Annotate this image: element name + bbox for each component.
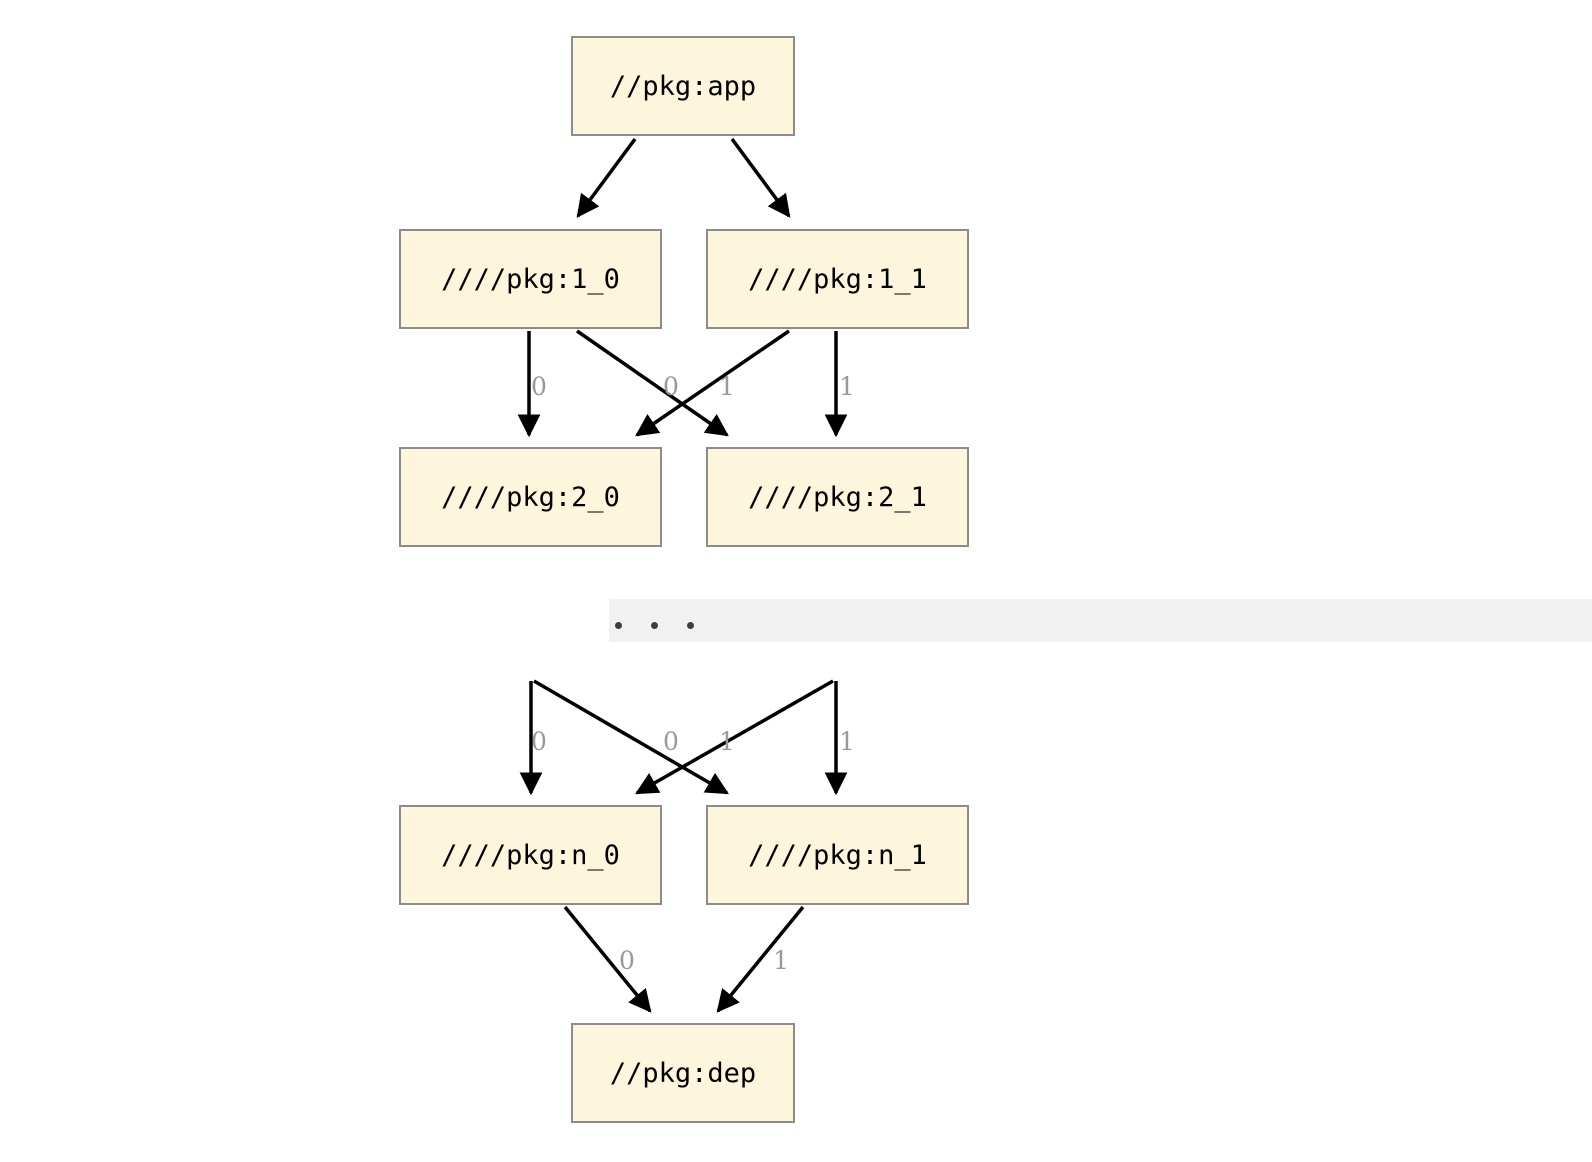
node-pkg-n_1[interactable]: ////pkg:n_1 <box>706 805 969 905</box>
node-app[interactable]: //pkg:app <box>571 36 795 136</box>
node-label: ////pkg:1_1 <box>748 263 927 295</box>
node-dep[interactable]: //pkg:dep <box>571 1023 795 1123</box>
node-label: //pkg:app <box>609 70 757 102</box>
edge-1_0-to-2_1 <box>576 329 729 437</box>
node-label: ////pkg:n_0 <box>441 839 620 871</box>
edge-label: 0 <box>619 946 635 975</box>
node-pkg-2_0[interactable]: ////pkg:2_0 <box>399 447 662 547</box>
edge-label: 1 <box>839 372 855 401</box>
edge-app-to-1_1 <box>730 137 791 218</box>
edge-app-to-1_0 <box>576 137 637 218</box>
edge-label: 1 <box>719 372 735 401</box>
node-pkg-1_1[interactable]: ////pkg:1_1 <box>706 229 969 329</box>
node-label: ////pkg:1_0 <box>441 263 620 295</box>
node-pkg-n_0[interactable]: ////pkg:n_0 <box>399 805 662 905</box>
edge-n_0-to-dep <box>563 905 652 1013</box>
node-label: ////pkg:2_1 <box>748 481 927 513</box>
node-pkg-1_0[interactable]: ////pkg:1_0 <box>399 229 662 329</box>
node-label: //pkg:dep <box>609 1057 757 1089</box>
edge-label: 0 <box>663 372 679 401</box>
ellipsis-dot <box>651 622 658 629</box>
edge-1_1-to-2_0 <box>635 329 790 437</box>
ellipsis-dot <box>615 622 622 629</box>
edge-label: 0 <box>531 727 547 756</box>
edge-label: 0 <box>663 727 679 756</box>
edge-n_1-to-dep <box>716 905 805 1013</box>
ellipsis-dots <box>609 622 694 642</box>
edge-dangling-right-to-n_0 <box>635 679 834 795</box>
ellipsis-band <box>609 599 1592 642</box>
node-label: ////pkg:2_0 <box>441 481 620 513</box>
ellipsis-dot <box>687 622 694 629</box>
edge-dangling-left-to-n_1 <box>533 679 729 795</box>
node-label: ////pkg:n_1 <box>748 839 927 871</box>
edge-label: 1 <box>773 946 789 975</box>
edge-label: 1 <box>839 727 855 756</box>
edge-label: 1 <box>719 727 735 756</box>
edge-label: 0 <box>531 372 547 401</box>
node-pkg-2_1[interactable]: ////pkg:2_1 <box>706 447 969 547</box>
